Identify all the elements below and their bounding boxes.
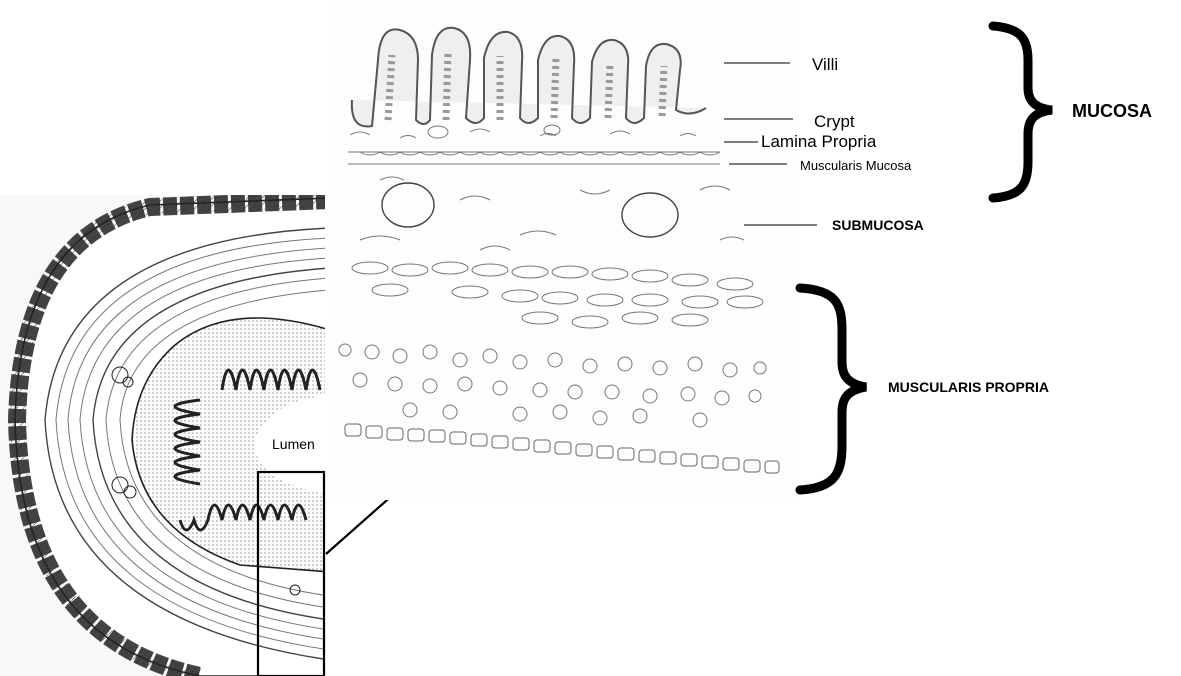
muscularis-mucosa-label: Muscularis Mucosa	[800, 158, 912, 173]
mucosa-label: MUCOSA	[1072, 101, 1152, 121]
submucosa-label: SUBMUCOSA	[832, 217, 924, 233]
intestine-cross-section-drawing: Lumen	[0, 195, 330, 676]
lumen-label: Lumen	[272, 436, 315, 452]
mucosa-brace	[993, 26, 1052, 198]
muscularis-propria-brace	[800, 288, 866, 490]
tissue-layers-drawing	[330, 5, 800, 500]
muscularis-propria-label: MUSCULARIS PROPRIA	[888, 379, 1049, 395]
villi-label: Villi	[812, 55, 838, 74]
lamina-propria-label: Lamina Propria	[761, 132, 877, 151]
crypt-label: Crypt	[814, 112, 855, 131]
